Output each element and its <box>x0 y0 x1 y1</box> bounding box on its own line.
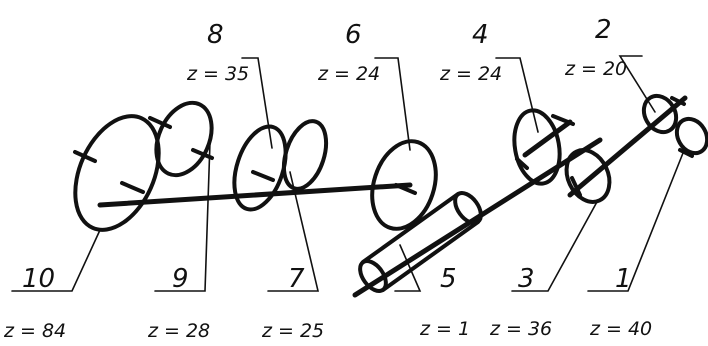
gear-teeth-3: z = 36 <box>489 318 552 340</box>
gear-1 <box>674 116 708 156</box>
gear-label-7: 7 <box>288 264 305 294</box>
gear-label-6: 6 <box>345 20 362 50</box>
shaft-worm <box>352 137 603 298</box>
gear-teeth-8: z = 35 <box>186 63 249 85</box>
gear-6 <box>370 139 438 231</box>
gear-label-2: 2 <box>595 15 612 45</box>
gear-label-9: 9 <box>172 264 189 294</box>
gear-teeth-10: z = 84 <box>3 320 66 342</box>
gear-9 <box>154 100 214 178</box>
gear-10 <box>73 114 161 232</box>
gear-2 <box>641 93 679 135</box>
shaft-main <box>97 182 413 208</box>
worm-cylinder <box>358 191 483 293</box>
gear-teeth-1: z = 40 <box>589 318 652 340</box>
gear-teeth-2: z = 20 <box>564 58 627 80</box>
leader-lines <box>11 55 686 292</box>
gear-label-3: 3 <box>518 264 535 294</box>
shaft-gear4 <box>522 119 573 158</box>
labels: 8 z = 35 6 z = 24 4 z = 24 2 z = 20 10 z… <box>3 15 652 342</box>
gear-8 <box>232 124 288 212</box>
gear-teeth-4: z = 24 <box>439 63 502 85</box>
gear-label-10: 10 <box>22 264 55 294</box>
gears <box>73 93 708 232</box>
gear-label-8: 8 <box>207 20 224 50</box>
gear-7 <box>281 119 329 191</box>
key-marks <box>73 96 694 197</box>
gear-3 <box>564 148 612 204</box>
gear-4 <box>512 108 562 186</box>
gear-label-4: 4 <box>472 20 489 50</box>
gear-teeth-7: z = 25 <box>261 320 324 342</box>
gear-teeth-6: z = 24 <box>317 63 380 85</box>
gear-label-1: 1 <box>615 264 632 294</box>
shaft-right <box>567 95 688 198</box>
gear-label-5: 5 <box>440 264 457 294</box>
gear-teeth-5: z = 1 <box>419 318 470 340</box>
gear-teeth-9: z = 28 <box>147 320 210 342</box>
